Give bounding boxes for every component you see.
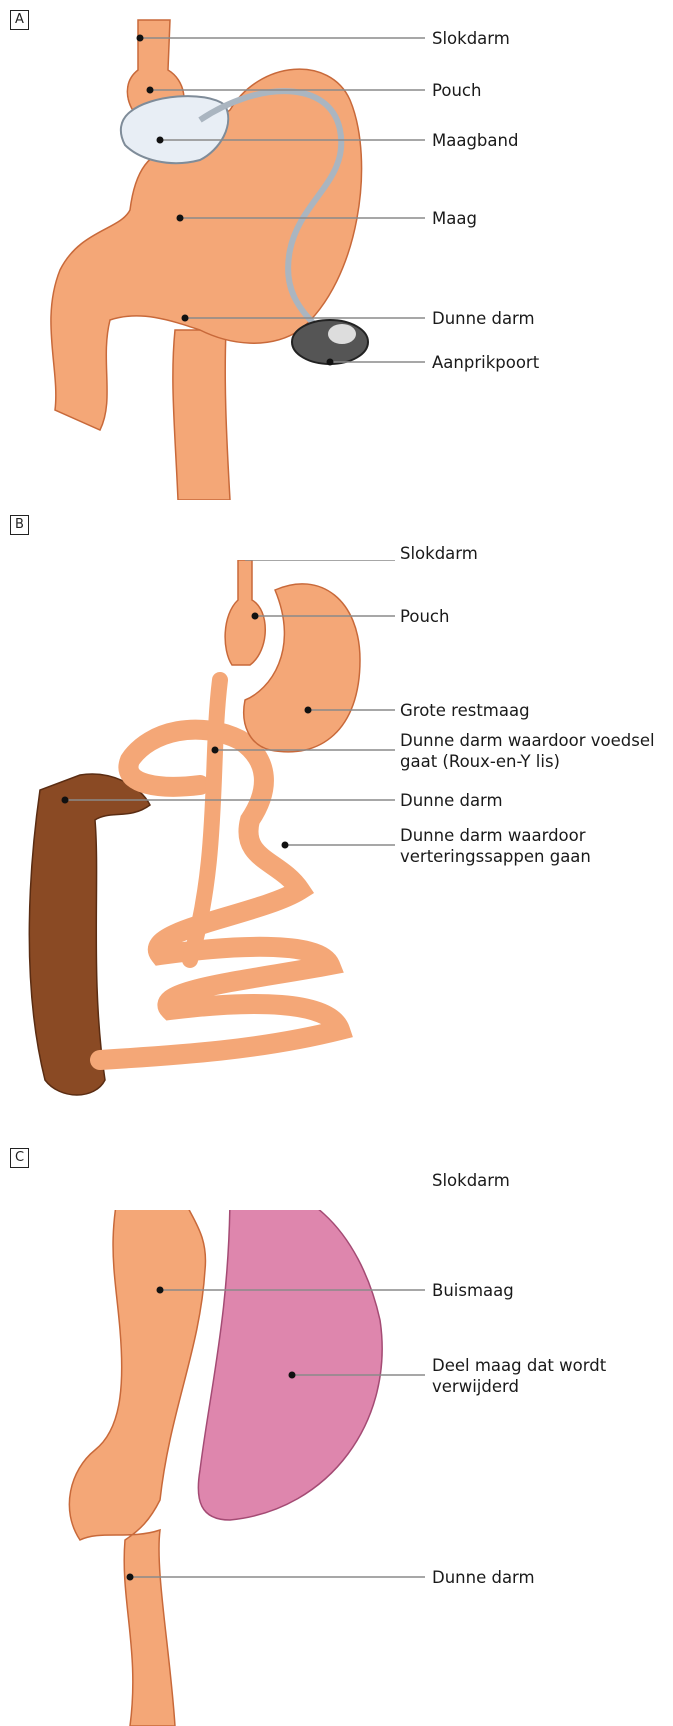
label-pouch: Pouch <box>400 606 449 627</box>
label-deel-maag-verwijderd: Deel maag dat wordt verwijderd <box>432 1355 632 1397</box>
port-shape <box>292 320 368 364</box>
removed-stomach-shape <box>198 1210 382 1520</box>
label-buismaag: Buismaag <box>432 1280 514 1301</box>
small-intestine-shape <box>173 330 230 500</box>
label-slokdarm: Slokdarm <box>432 28 510 49</box>
label-aanprikpoort: Aanprikpoort <box>432 352 539 373</box>
gastric-band-illustration <box>0 0 673 500</box>
panel-tag: B <box>10 515 29 535</box>
panel-tag: C <box>10 1148 29 1168</box>
gastric-bypass-illustration <box>0 560 673 1180</box>
pouch-shape <box>225 560 265 665</box>
label-roux-limb: Dunne darm waardoor voedsel gaat (Roux-e… <box>400 730 670 772</box>
label-dunne-darm: Dunne darm <box>432 1567 535 1588</box>
gastric-sleeve-illustration <box>0 1210 673 1726</box>
sleeve-shape <box>69 1210 205 1726</box>
label-grote-restmaag: Grote restmaag <box>400 700 530 721</box>
label-maagband: Maagband <box>432 130 518 151</box>
panel-c-gastric-sleeve: C Slokdarm Buismaag Deel maag dat wordt … <box>0 1210 673 1726</box>
colon-shape <box>29 774 150 1095</box>
panel-b-gastric-bypass: B Slokdarm Pouch Grote restmaag Dunne da… <box>0 560 673 1180</box>
label-maag: Maag <box>432 208 477 229</box>
label-pouch: Pouch <box>432 80 481 101</box>
label-dunne-darm: Dunne darm <box>432 308 535 329</box>
label-slokdarm: Slokdarm <box>432 1170 510 1191</box>
label-dunne-darm: Dunne darm <box>400 790 503 811</box>
panel-a-gastric-band: A Slokdarm Pouch Maagband Maag Dunne dar… <box>0 0 673 500</box>
label-biliopancreatic-limb: Dunne darm waardoor verteringssappen gaa… <box>400 825 600 867</box>
label-slokdarm: Slokdarm <box>400 543 478 564</box>
port-center-shape <box>328 324 356 344</box>
gastric-band-shape <box>121 96 228 163</box>
